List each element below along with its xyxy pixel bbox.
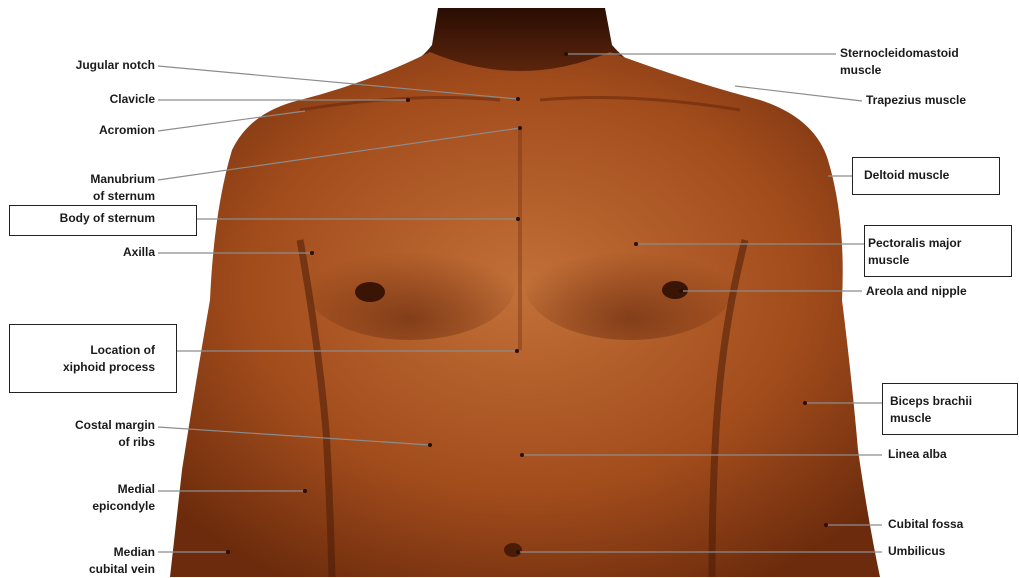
label-biceps-brachii: Biceps brachii muscle bbox=[890, 393, 972, 427]
label-biceps-line1: Biceps brachii bbox=[890, 393, 972, 410]
label-body-of-sternum: Body of sternum bbox=[60, 210, 155, 227]
label-pec-line2: muscle bbox=[868, 252, 961, 269]
label-medial-line2: epicondyle bbox=[92, 498, 155, 515]
left-pec-shadow bbox=[305, 230, 515, 340]
right-pec-shadow bbox=[525, 230, 735, 340]
label-cubital-fossa: Cubital fossa bbox=[888, 516, 963, 533]
right-nipple bbox=[662, 281, 688, 299]
label-scm-line1: Sternocleidomastoid bbox=[840, 45, 959, 62]
label-deltoid: Deltoid muscle bbox=[864, 167, 949, 184]
label-median-line2: cubital vein bbox=[89, 561, 155, 578]
torso-shape bbox=[170, 52, 880, 577]
label-xiphoid-line1: Location of bbox=[63, 342, 155, 359]
label-biceps-line2: muscle bbox=[890, 410, 972, 427]
label-costal-line2: of ribs bbox=[75, 434, 155, 451]
label-median-line1: Median bbox=[89, 544, 155, 561]
label-umbilicus: Umbilicus bbox=[888, 543, 945, 560]
label-linea-alba: Linea alba bbox=[888, 446, 947, 463]
label-medial-line1: Medial bbox=[92, 481, 155, 498]
label-manubrium: Manubrium of sternum bbox=[90, 171, 155, 205]
label-areola-nipple: Areola and nipple bbox=[866, 283, 967, 300]
label-costal-line1: Costal margin bbox=[75, 417, 155, 434]
label-median-cubital-vein: Median cubital vein bbox=[89, 544, 155, 578]
label-axilla: Axilla bbox=[123, 244, 155, 261]
label-pectoralis-major: Pectoralis major muscle bbox=[868, 235, 961, 269]
label-xiphoid-line2: xiphoid process bbox=[63, 359, 155, 376]
label-clavicle: Clavicle bbox=[110, 91, 155, 108]
umbilicus-mark bbox=[504, 543, 522, 557]
label-acromion: Acromion bbox=[99, 122, 155, 139]
left-nipple bbox=[355, 282, 385, 302]
label-pec-line1: Pectoralis major bbox=[868, 235, 961, 252]
label-manubrium-line1: Manubrium bbox=[90, 171, 155, 188]
label-scm-line2: muscle bbox=[840, 62, 959, 79]
label-medial-epicondyle: Medial epicondyle bbox=[92, 481, 155, 515]
label-costal-margin: Costal margin of ribs bbox=[75, 417, 155, 451]
label-manubrium-line2: of sternum bbox=[90, 188, 155, 205]
label-sternocleidomastoid: Sternocleidomastoid muscle bbox=[840, 45, 959, 79]
label-jugular-notch: Jugular notch bbox=[76, 57, 155, 74]
label-xiphoid: Location of xiphoid process bbox=[63, 342, 155, 376]
label-trapezius: Trapezius muscle bbox=[866, 92, 966, 109]
